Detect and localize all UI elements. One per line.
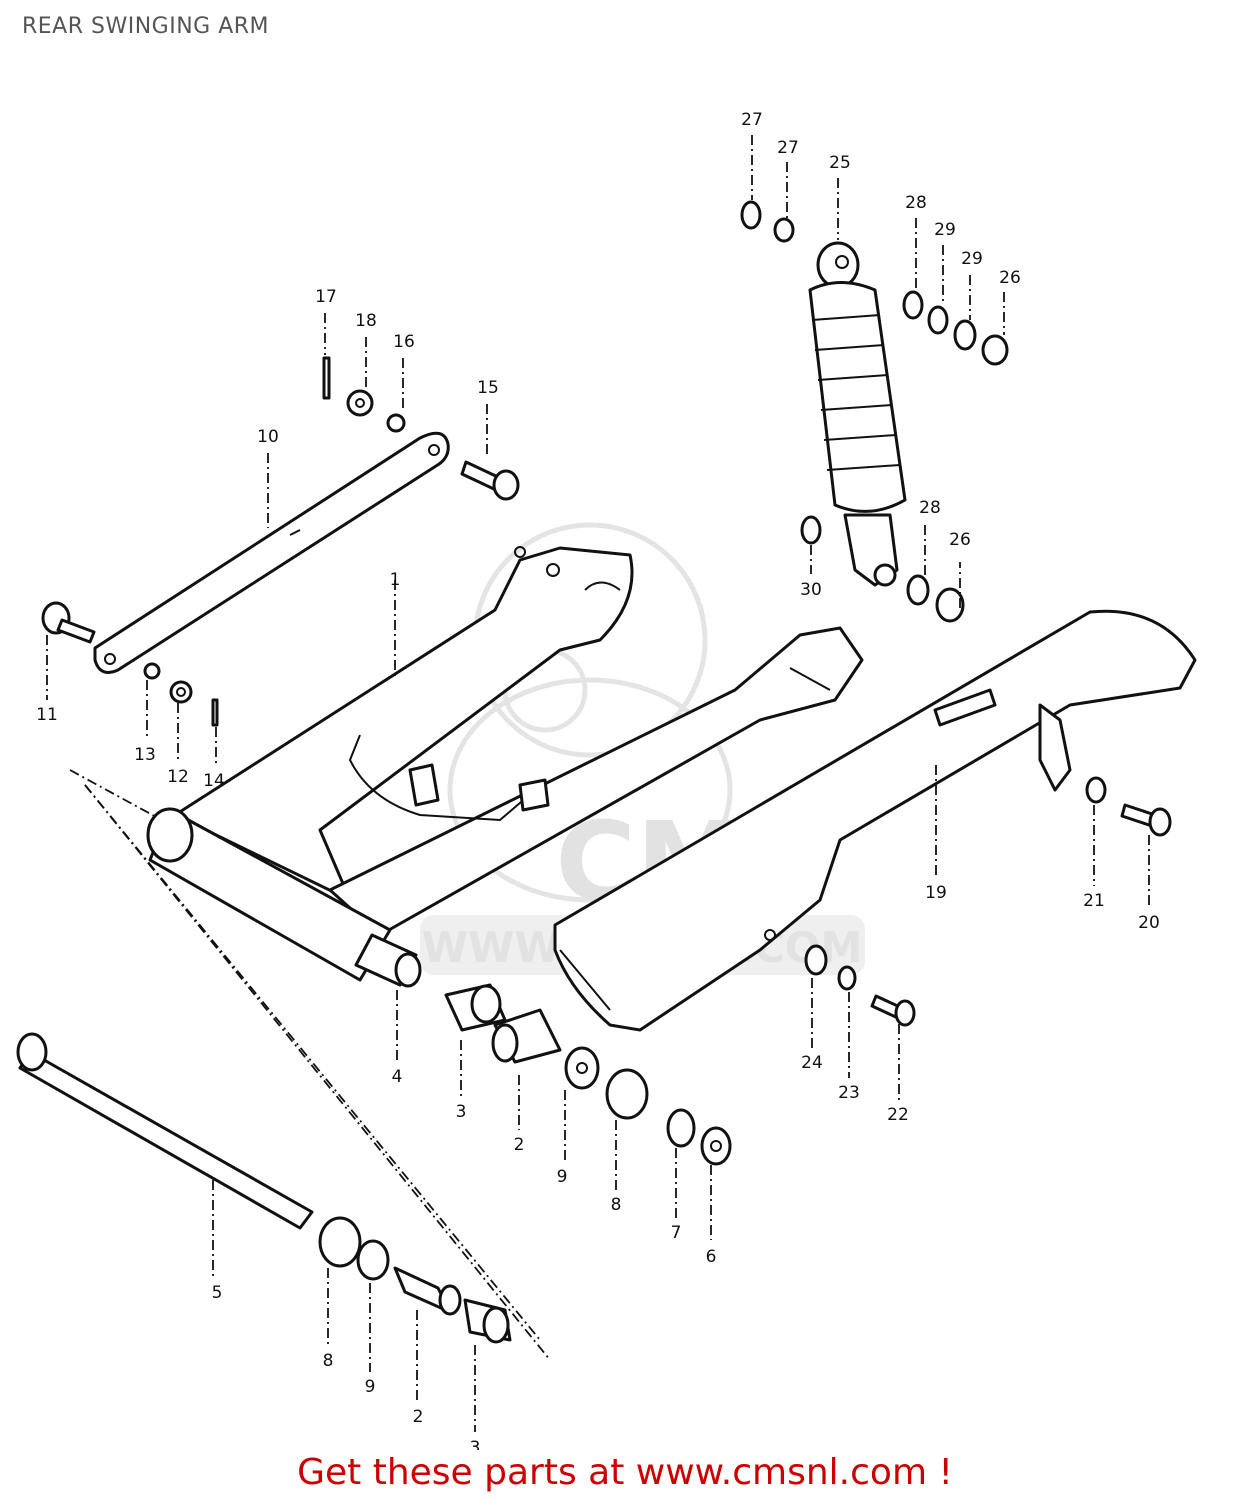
callout-29: 29 [934,220,956,240]
bushing-2b [393,1266,462,1316]
callout-2: 2 [413,1407,424,1427]
washer-13 [143,662,161,680]
torque-link [93,431,450,674]
callout-18: 18 [355,311,377,331]
nut-27a [740,200,762,230]
callout-27: 27 [741,110,763,130]
callout-21: 21 [1083,891,1105,911]
callout-14: 14 [203,771,225,791]
bracket-line [84,784,551,1361]
washer-7 [666,1108,696,1148]
leader-lines [46,135,1150,1432]
washer-29b [953,319,977,351]
bushing-4 [354,933,422,988]
callout-29: 29 [961,249,983,269]
callout-4: 4 [392,1067,403,1087]
callout-26: 26 [949,530,971,550]
pivot-shaft [16,1032,314,1230]
bolt-20 [1120,803,1172,837]
callout-28: 28 [905,193,927,213]
cap-8a [605,1068,649,1120]
callout-1: 1 [390,570,401,590]
callout-9: 9 [557,1167,568,1187]
callout-8: 8 [323,1351,334,1371]
washer-28a [902,290,924,320]
callout-19: 19 [925,883,947,903]
swinging-arm [146,546,864,982]
callout-30: 30 [800,580,822,600]
callout-5: 5 [212,1283,223,1303]
cotter-pin-17 [322,356,331,400]
washer-29a [927,305,949,335]
washer-9b [356,1239,390,1281]
bushing-2a [491,1008,562,1064]
callout-15: 15 [477,378,499,398]
footer-promo-link[interactable]: Get these parts at www.cmsnl.com ! [297,1452,953,1493]
callout-16: 16 [393,332,415,352]
callout-12: 12 [167,767,189,787]
callout-17: 17 [315,287,337,307]
washer-23 [837,965,857,991]
callout-8: 8 [611,1195,622,1215]
callout-11: 11 [36,705,58,725]
nut-12 [169,680,193,704]
callout-22: 22 [887,1105,909,1125]
cotter-pin-14 [211,698,219,727]
washer-30 [800,515,822,545]
washer-27b [773,217,795,243]
exploded-parts-diagram: CMS WWW.CMSNL.COM [16,110,1197,1450]
bolt-22 [870,994,916,1027]
callout-10: 10 [257,427,279,447]
callout-3: 3 [456,1102,467,1122]
nut-26a [981,334,1009,366]
nut-21 [1085,776,1107,804]
spacer-3a [444,983,507,1032]
spacer-3b [463,1298,512,1344]
callout-7: 7 [671,1223,682,1243]
callout-13: 13 [134,745,156,765]
callout-23: 23 [838,1083,860,1103]
chain-case [553,609,1197,1032]
callout-9: 9 [365,1377,376,1397]
diagram-title: REAR SWINGING ARM [22,14,270,39]
callout-24: 24 [801,1053,823,1073]
nut-6 [700,1126,732,1166]
washer-16 [386,413,406,433]
callout-labels: 1 2 9 3 4 5 6 7 8 10 11 12 13 14 15 16 1… [36,110,1160,1450]
nut-18 [346,389,374,417]
callout-27: 27 [777,138,799,158]
callout-6: 6 [706,1247,717,1267]
callout-26: 26 [999,268,1021,288]
callout-25: 25 [829,153,851,173]
shock-absorber [808,241,907,587]
callout-2: 2 [514,1135,525,1155]
callout-3: 3 [470,1438,481,1450]
callout-20: 20 [1138,913,1160,933]
bolt-11 [41,601,96,644]
washer-9a [564,1046,600,1090]
washer-24 [804,944,828,976]
cap-8b [318,1216,362,1268]
washer-28b [906,574,930,606]
nut-26b [935,587,965,623]
callout-28: 28 [919,498,941,518]
bolt-15 [460,460,520,501]
